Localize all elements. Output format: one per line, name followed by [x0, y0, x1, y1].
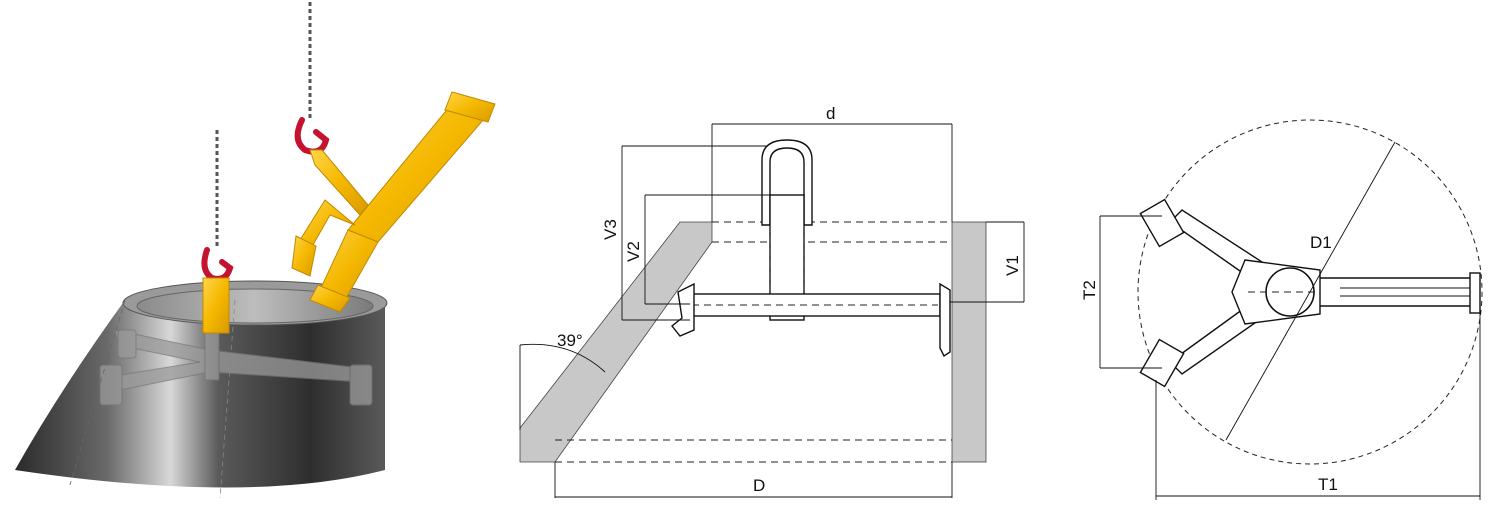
- y-lifter-yellow: [291, 91, 496, 313]
- reach-circle: [1137, 119, 1483, 465]
- tank-wall-left: [519, 221, 713, 463]
- top-jaw-upper: [1139, 198, 1185, 248]
- dim-label-v2: V2: [624, 241, 643, 262]
- lifter-stem-inserted: [202, 277, 230, 334]
- dim-label-T1: T1: [1318, 475, 1338, 494]
- dim-label-D1: D1: [1310, 233, 1332, 252]
- ghost-lifter: [99, 329, 373, 406]
- top-view: D1 T2 T1: [1080, 119, 1483, 500]
- top-jaw-lower: [1139, 338, 1185, 388]
- side-section-view: d V3 V2 V1 39° D: [519, 104, 1025, 498]
- angle-label: 39°: [557, 331, 583, 350]
- dim-label-d: d: [826, 104, 835, 123]
- dim-label-v3: V3: [601, 219, 620, 240]
- dim-label-T2: T2: [1080, 280, 1099, 300]
- lifting-hook-icon: [294, 117, 330, 155]
- lifting-hook-icon: [201, 247, 234, 282]
- seam-line: [219, 299, 236, 499]
- dim-label-D: D: [753, 476, 765, 495]
- illustration-3d: [15, 2, 496, 499]
- lifter-jaw-right: [939, 282, 951, 358]
- dim-label-v1: V1: [1003, 255, 1022, 276]
- lifter-jaw-left: [671, 282, 695, 337]
- top-arm-right: [1309, 277, 1473, 307]
- conical-tank: [15, 300, 385, 488]
- tank-wall-right: [951, 221, 987, 463]
- top-jaw-right: [1469, 272, 1481, 314]
